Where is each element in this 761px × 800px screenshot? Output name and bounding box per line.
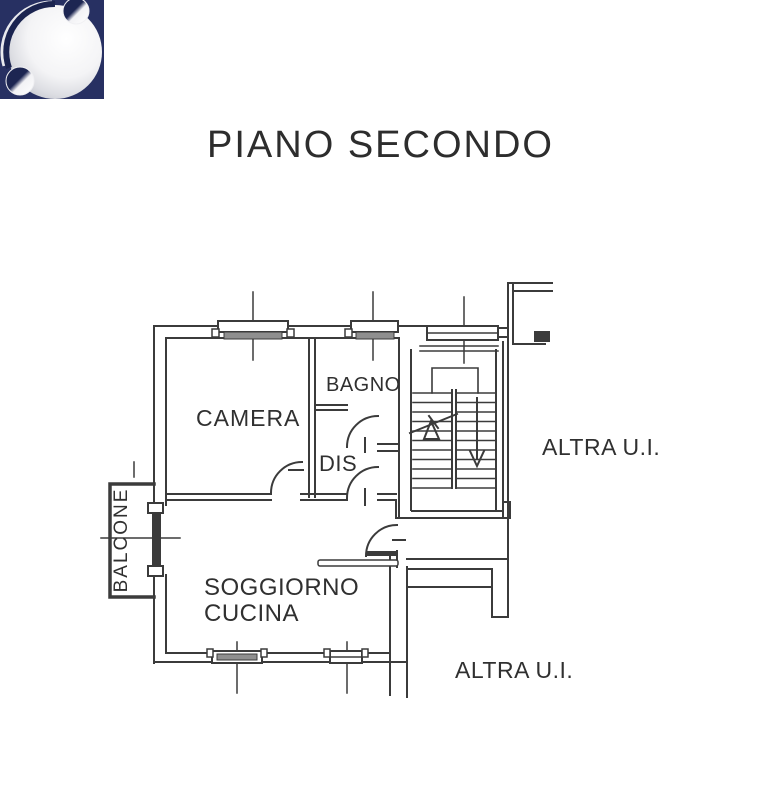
- logo-crescent-shadow: [3, 0, 56, 69]
- logo-small-ball-bottom: [5, 66, 35, 96]
- label-altra-ui-top: ALTRA U.I.: [542, 434, 661, 460]
- stairs-treads-left: [412, 392, 453, 489]
- page-title: PIANO SECONDO: [207, 124, 554, 166]
- stairwell-walls: [395, 341, 511, 519]
- stairs-landing: [431, 367, 479, 394]
- room-label-soggiorno-line2: CUCINA: [204, 600, 300, 627]
- balcony: [108, 482, 156, 599]
- room-label-camera: CAMERA: [196, 405, 301, 431]
- counter-ledge: [317, 559, 399, 567]
- other-unit-walls: [396, 282, 553, 618]
- windows-top: [211, 320, 499, 352]
- entrance-door-arc: [364, 523, 406, 558]
- door-threshold-block: [534, 331, 550, 342]
- room-label-balcone: BALCONE: [111, 487, 132, 593]
- interior-partitions: [165, 337, 399, 501]
- label-altra-ui-bottom: ALTRA U.I.: [455, 657, 574, 683]
- room-label-soggiorno-cucina: SOGGIORNO CUCINA: [204, 575, 359, 627]
- entrance-door-leaf: [366, 551, 397, 556]
- dis-door-arc: [345, 465, 380, 506]
- balcony-french-door: [147, 502, 164, 577]
- window-bagno: [350, 320, 399, 333]
- camera-door-arc: [269, 460, 304, 495]
- outer-walls: [153, 325, 509, 698]
- room-label-dis: DIS: [319, 451, 358, 476]
- stairs-up-arrow: [408, 412, 459, 440]
- windows-bottom: [206, 648, 369, 664]
- logo-small-ball-top: [62, 0, 90, 25]
- centerlines: [100, 291, 465, 694]
- stairs-center-rail: [451, 389, 457, 489]
- window-camera: [217, 320, 289, 333]
- agency-logo-icon: [0, 0, 104, 99]
- stairs: [408, 367, 497, 489]
- room-label-soggiorno-line1: SOGGIORNO: [204, 574, 360, 601]
- room-label-bagno: BAGNO: [326, 374, 401, 396]
- stairs-down-arrow: [468, 397, 486, 469]
- bagno-door-arc: [345, 414, 380, 453]
- door-arcs: [269, 414, 406, 558]
